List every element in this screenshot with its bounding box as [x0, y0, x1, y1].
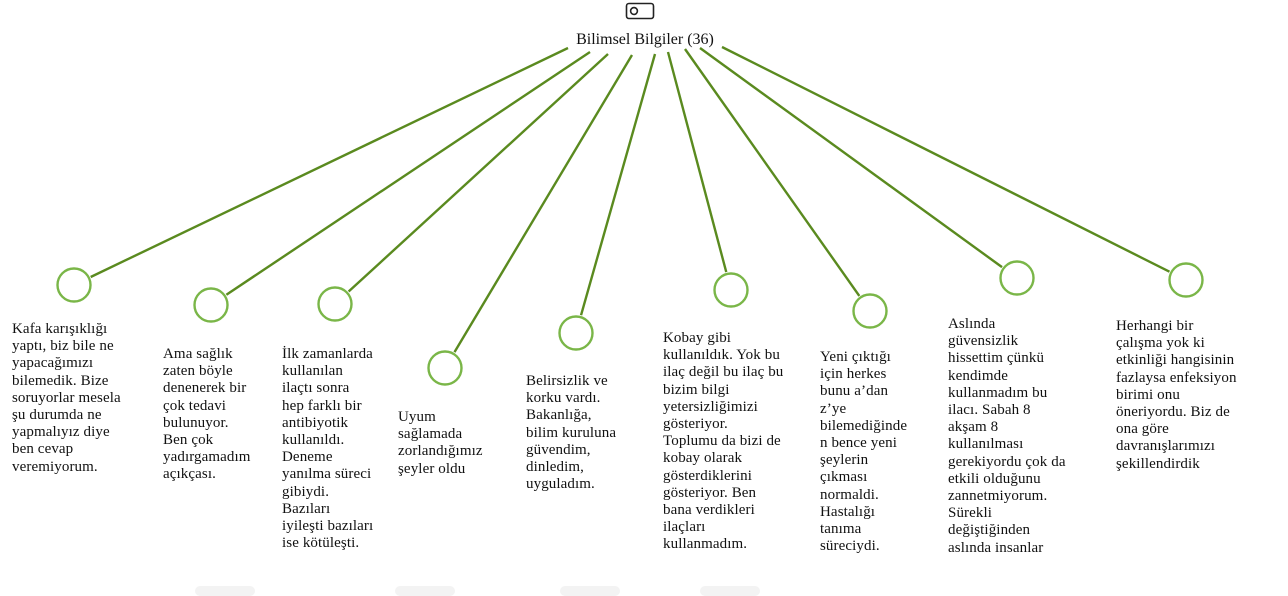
connector-line	[721, 45, 1171, 273]
connector-line	[579, 53, 657, 316]
leaf-text: Yeni çıktığı için herkes bunu a’dan z’ye…	[820, 349, 908, 555]
leaf-node-circle	[1168, 262, 1204, 298]
connector-line	[684, 48, 861, 297]
connector-line	[347, 53, 609, 293]
leaf-node-circle	[713, 272, 749, 308]
leaf-node-circle	[558, 315, 594, 351]
leaf-text: Ama sağlık zaten böyle denenerek bir çok…	[163, 346, 251, 483]
leaf-text: Belirsizlik ve korku vardı. Bakanlığa, b…	[526, 373, 617, 493]
leaf-node-circle	[193, 287, 229, 323]
root-label: Bilimsel Bilgiler (36)	[576, 31, 714, 48]
leaf-text: İlk zamanlarda kullanılan ilaçtı sonra h…	[282, 346, 374, 552]
connector-line	[225, 51, 591, 296]
leaf-node-circle	[427, 350, 463, 386]
leaf-text: Kafa karışıklığı yaptı, biz bile ne yapa…	[12, 321, 121, 475]
connector-lines	[90, 45, 1171, 353]
leaf-node-circle	[317, 286, 353, 322]
watermark	[195, 586, 255, 596]
leaf-text: Kobay gibi kullanıldık. Yok bu ilaç deği…	[663, 330, 784, 553]
watermark	[395, 586, 455, 596]
leaf-node-circle	[999, 260, 1035, 296]
watermark	[560, 586, 620, 596]
tag-icon	[625, 2, 655, 20]
leaf-node-circle	[56, 267, 92, 303]
leaf-text: Uyum sağlamada zorlandığımız şeyler oldu	[398, 409, 483, 477]
leaf-node-circle	[852, 293, 888, 329]
connector-line	[90, 46, 569, 279]
leaf-text: Herhangi bir çalışma yok ki etkinliği ha…	[1116, 318, 1237, 472]
leaf-text: Aslında güvensizlik hissettim çünkü kend…	[948, 316, 1066, 556]
watermark	[700, 586, 760, 596]
connector-line	[699, 47, 1003, 269]
connector-line	[666, 51, 728, 273]
connector-line	[453, 54, 634, 353]
leaf-nodes	[56, 260, 1204, 386]
